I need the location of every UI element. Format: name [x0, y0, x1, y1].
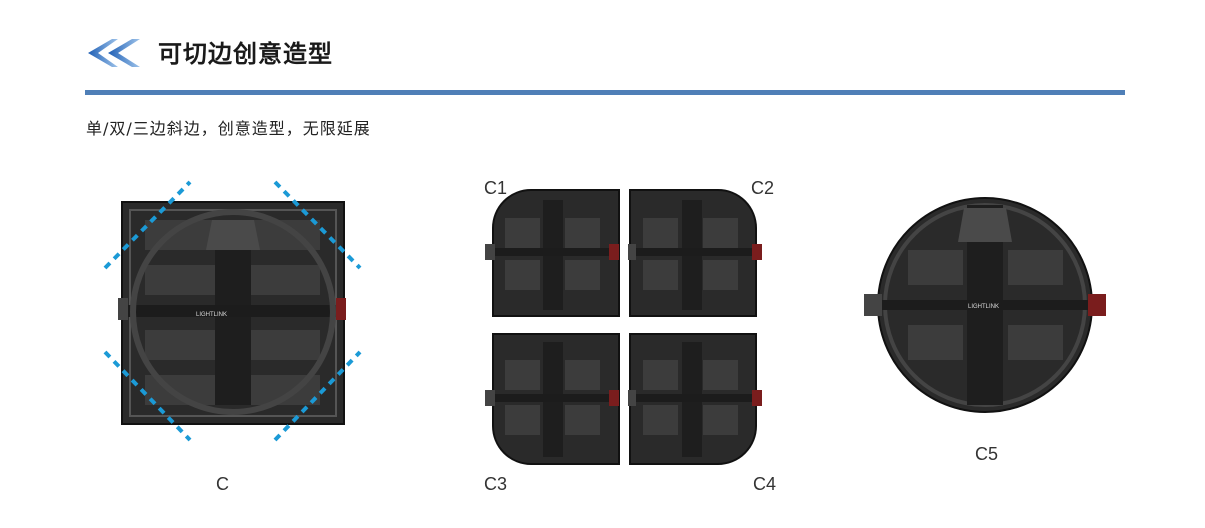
module-c4 [628, 330, 764, 466]
double-chevron-left-icon [88, 39, 140, 67]
title-divider [85, 90, 1125, 95]
module-c: LIGHTLINK [100, 180, 365, 445]
label-c4: C4 [753, 474, 777, 494]
module-c1 [485, 188, 621, 318]
label-c5: C5 [975, 444, 999, 464]
label-c3: C3 [484, 474, 508, 494]
module-c5: LIGHTLINK [860, 180, 1110, 430]
page-title: 可切边创意造型 [158, 40, 333, 68]
label-c1: C1 [484, 178, 508, 198]
svg-text:LIGHTLINK: LIGHTLINK [196, 312, 227, 318]
label-c2: C2 [751, 178, 775, 198]
module-c3 [485, 330, 621, 466]
subtitle: 单/双/三边斜边，创意造型，无限延展 [86, 119, 371, 138]
module-c2 [628, 188, 764, 318]
svg-text:LIGHTLINK: LIGHTLINK [968, 304, 999, 310]
label-c: C [216, 474, 229, 494]
